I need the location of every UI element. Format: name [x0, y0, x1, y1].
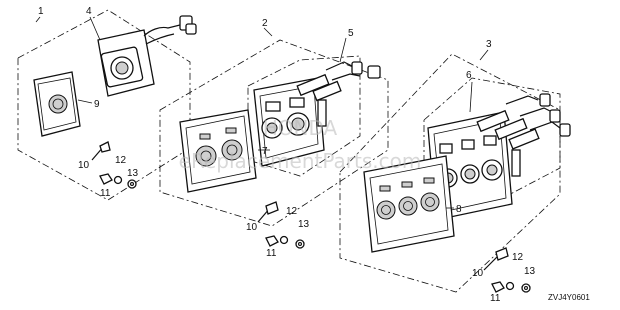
assembly-3 — [339, 49, 571, 293]
callout-b11: 11 — [266, 248, 277, 259]
part-7-cover — [179, 109, 257, 193]
callout-6: 6 — [466, 70, 472, 81]
callout-9: 9 — [94, 99, 100, 110]
callout-3: 3 — [486, 39, 492, 50]
callout-a13: 13 — [127, 168, 139, 179]
callout-d10: 10 — [472, 268, 484, 279]
callout-b10: 10 — [246, 222, 258, 233]
part-8-cover — [363, 155, 455, 253]
callout-7: 7 — [262, 146, 268, 157]
assembly-2-outline — [159, 39, 389, 227]
svg-text:eReplacementParts.com: eReplacementParts.com — [179, 149, 422, 173]
callout-b12: 12 — [286, 206, 298, 217]
callout-5: 5 — [348, 28, 354, 39]
part-4-plate — [97, 15, 197, 97]
callout-4: 4 — [86, 6, 92, 17]
assembly-3-outline — [339, 53, 561, 293]
drawing-code: ZVJ4Y0601 — [548, 293, 590, 302]
hardware-group-b — [257, 201, 305, 249]
callout-a12: 12 — [115, 155, 127, 166]
callout-d12: 12 — [512, 252, 524, 263]
part-9-cover — [33, 71, 81, 137]
callout-2: 2 — [262, 18, 268, 29]
assembly-1 — [17, 9, 197, 201]
callout-8: 8 — [456, 204, 462, 215]
part-5-panel — [253, 61, 381, 167]
hardware-group-d — [483, 247, 531, 293]
callout-a11: 11 — [100, 188, 111, 199]
callout-a10: 10 — [78, 160, 90, 171]
callout-d11: 11 — [490, 293, 501, 304]
assembly-2 — [159, 27, 389, 227]
hardware-group-a — [91, 141, 137, 189]
callout-d13: 13 — [524, 266, 536, 277]
watermark: HONDA eReplacementParts.com — [179, 116, 422, 173]
callout-1: 1 — [38, 6, 44, 17]
assembly-5-outline — [247, 55, 361, 177]
svg-text:HONDA: HONDA — [263, 116, 338, 140]
callout-b13: 13 — [298, 219, 310, 230]
